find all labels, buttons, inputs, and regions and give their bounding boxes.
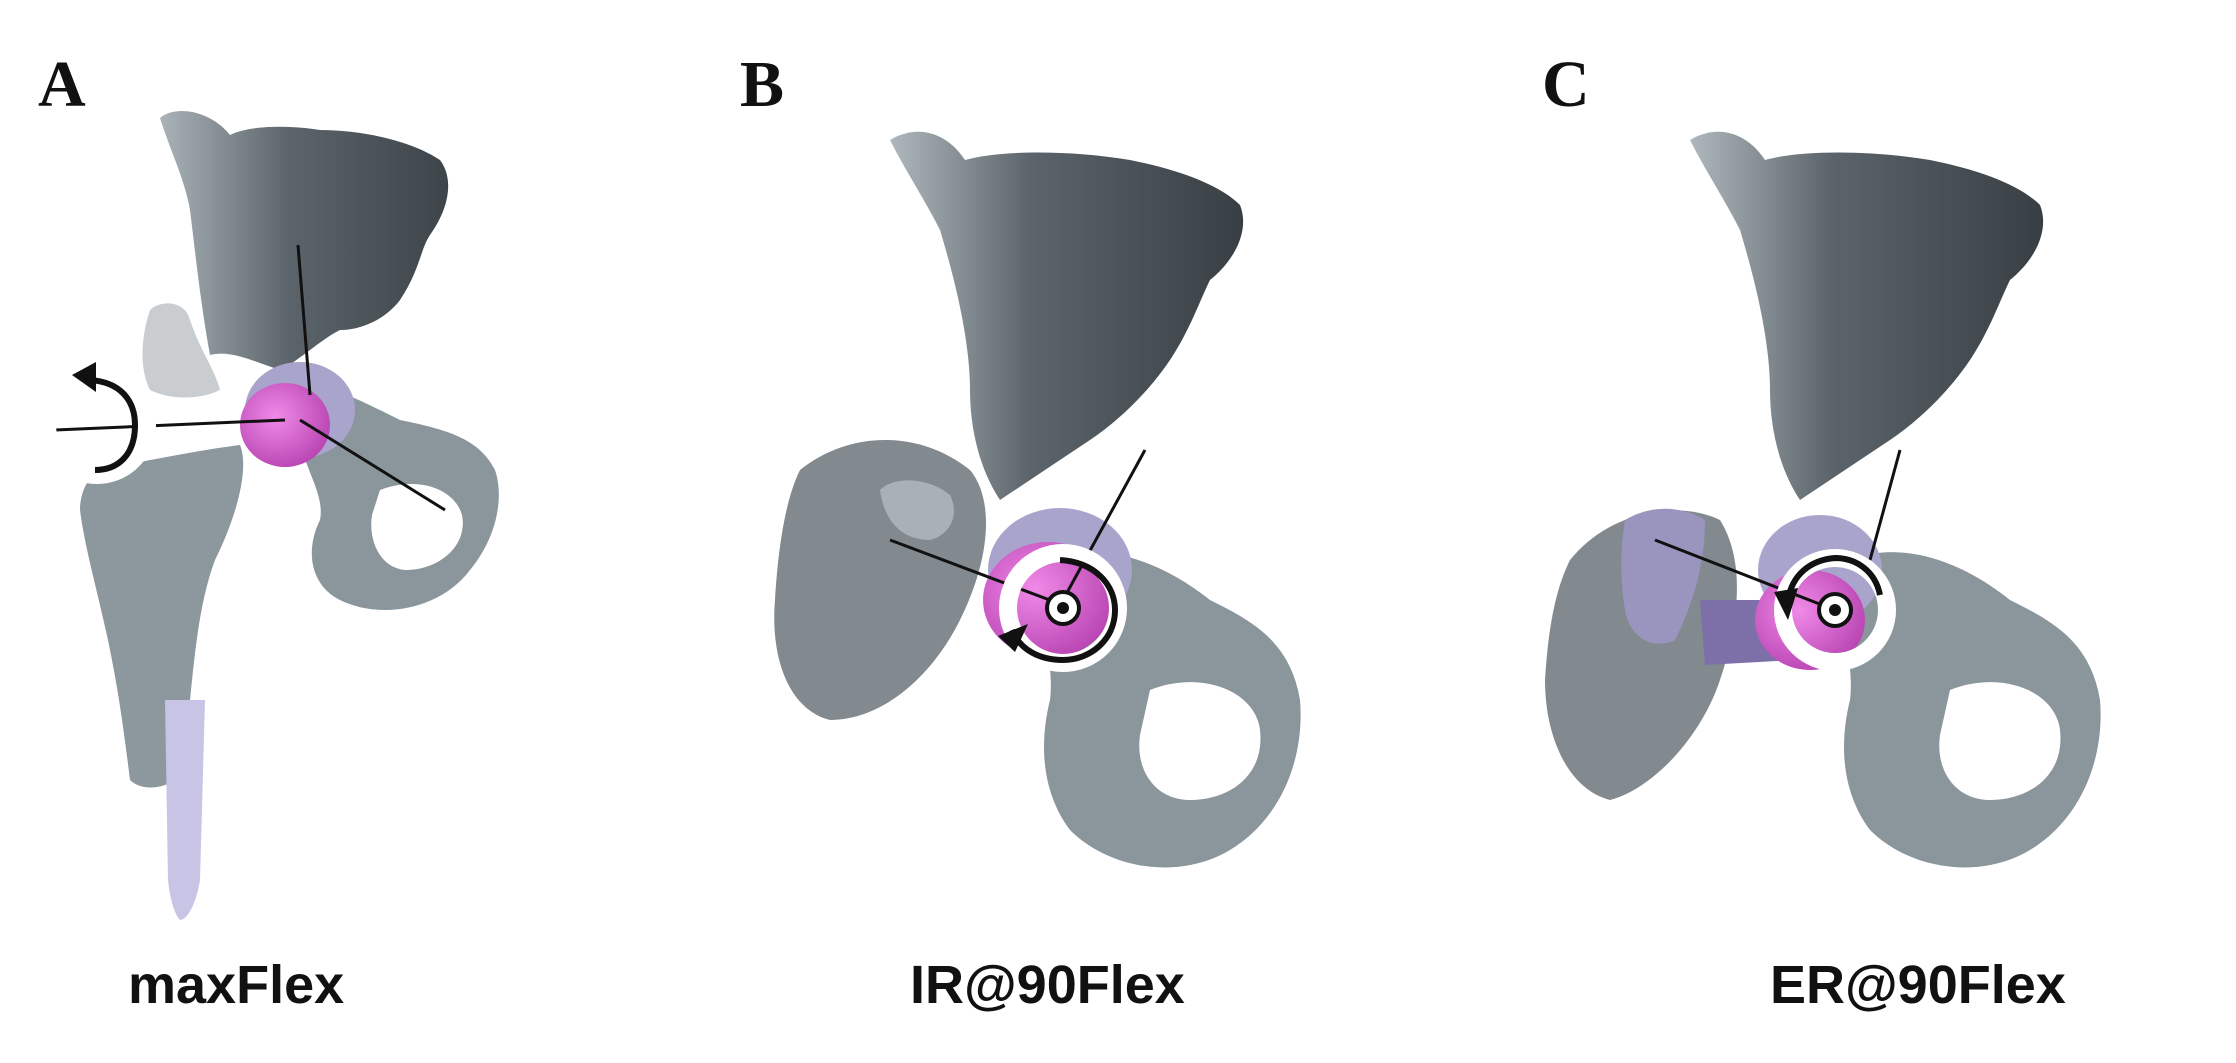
femoral-axis-line — [889, 538, 1064, 607]
neck-axis-line — [299, 418, 446, 512]
pelvic-axis-line — [1868, 449, 1902, 561]
rotation-arrow-icon — [1774, 549, 1896, 671]
caption-ir-90-flex: IR@90Flex — [910, 955, 1185, 1015]
hip-model-er-90-flex — [1545, 131, 2101, 868]
ilium — [160, 111, 449, 370]
femoral-axis-line — [1654, 538, 1836, 612]
pelvic-axis-line — [1061, 449, 1147, 601]
panel-letter-a: A — [38, 48, 86, 121]
panel-c: C — [1530, 0, 2236, 1063]
femoral-axis-line — [54, 418, 286, 432]
rotation-arrow-icon — [38, 362, 156, 484]
pelvic-axis-line — [296, 244, 312, 396]
obturator-foramen — [1939, 682, 2061, 800]
femur — [774, 440, 987, 720]
greater-trochanter — [880, 480, 954, 540]
ilium — [1690, 131, 2044, 500]
greater-trochanter — [142, 303, 220, 398]
femoral-stem — [165, 700, 205, 920]
femoral-head — [240, 383, 330, 467]
hip-model-max-flex — [38, 111, 499, 920]
panel-letter-b: B — [740, 48, 785, 121]
femur — [80, 445, 244, 788]
panel-b: B — [730, 0, 1450, 1063]
obturator-foramen — [1139, 682, 1261, 800]
caption-er-90-flex: ER@90Flex — [1770, 955, 2066, 1015]
ilium — [890, 131, 1244, 500]
hip-model-ir-90-flex — [774, 131, 1301, 868]
caption-max-flex: maxFlex — [128, 955, 345, 1015]
panel-a: A — [0, 0, 720, 1063]
panel-letter-c: C — [1542, 48, 1590, 121]
greater-trochanter — [1621, 508, 1705, 644]
rotation-arrow-icon — [998, 544, 1127, 672]
